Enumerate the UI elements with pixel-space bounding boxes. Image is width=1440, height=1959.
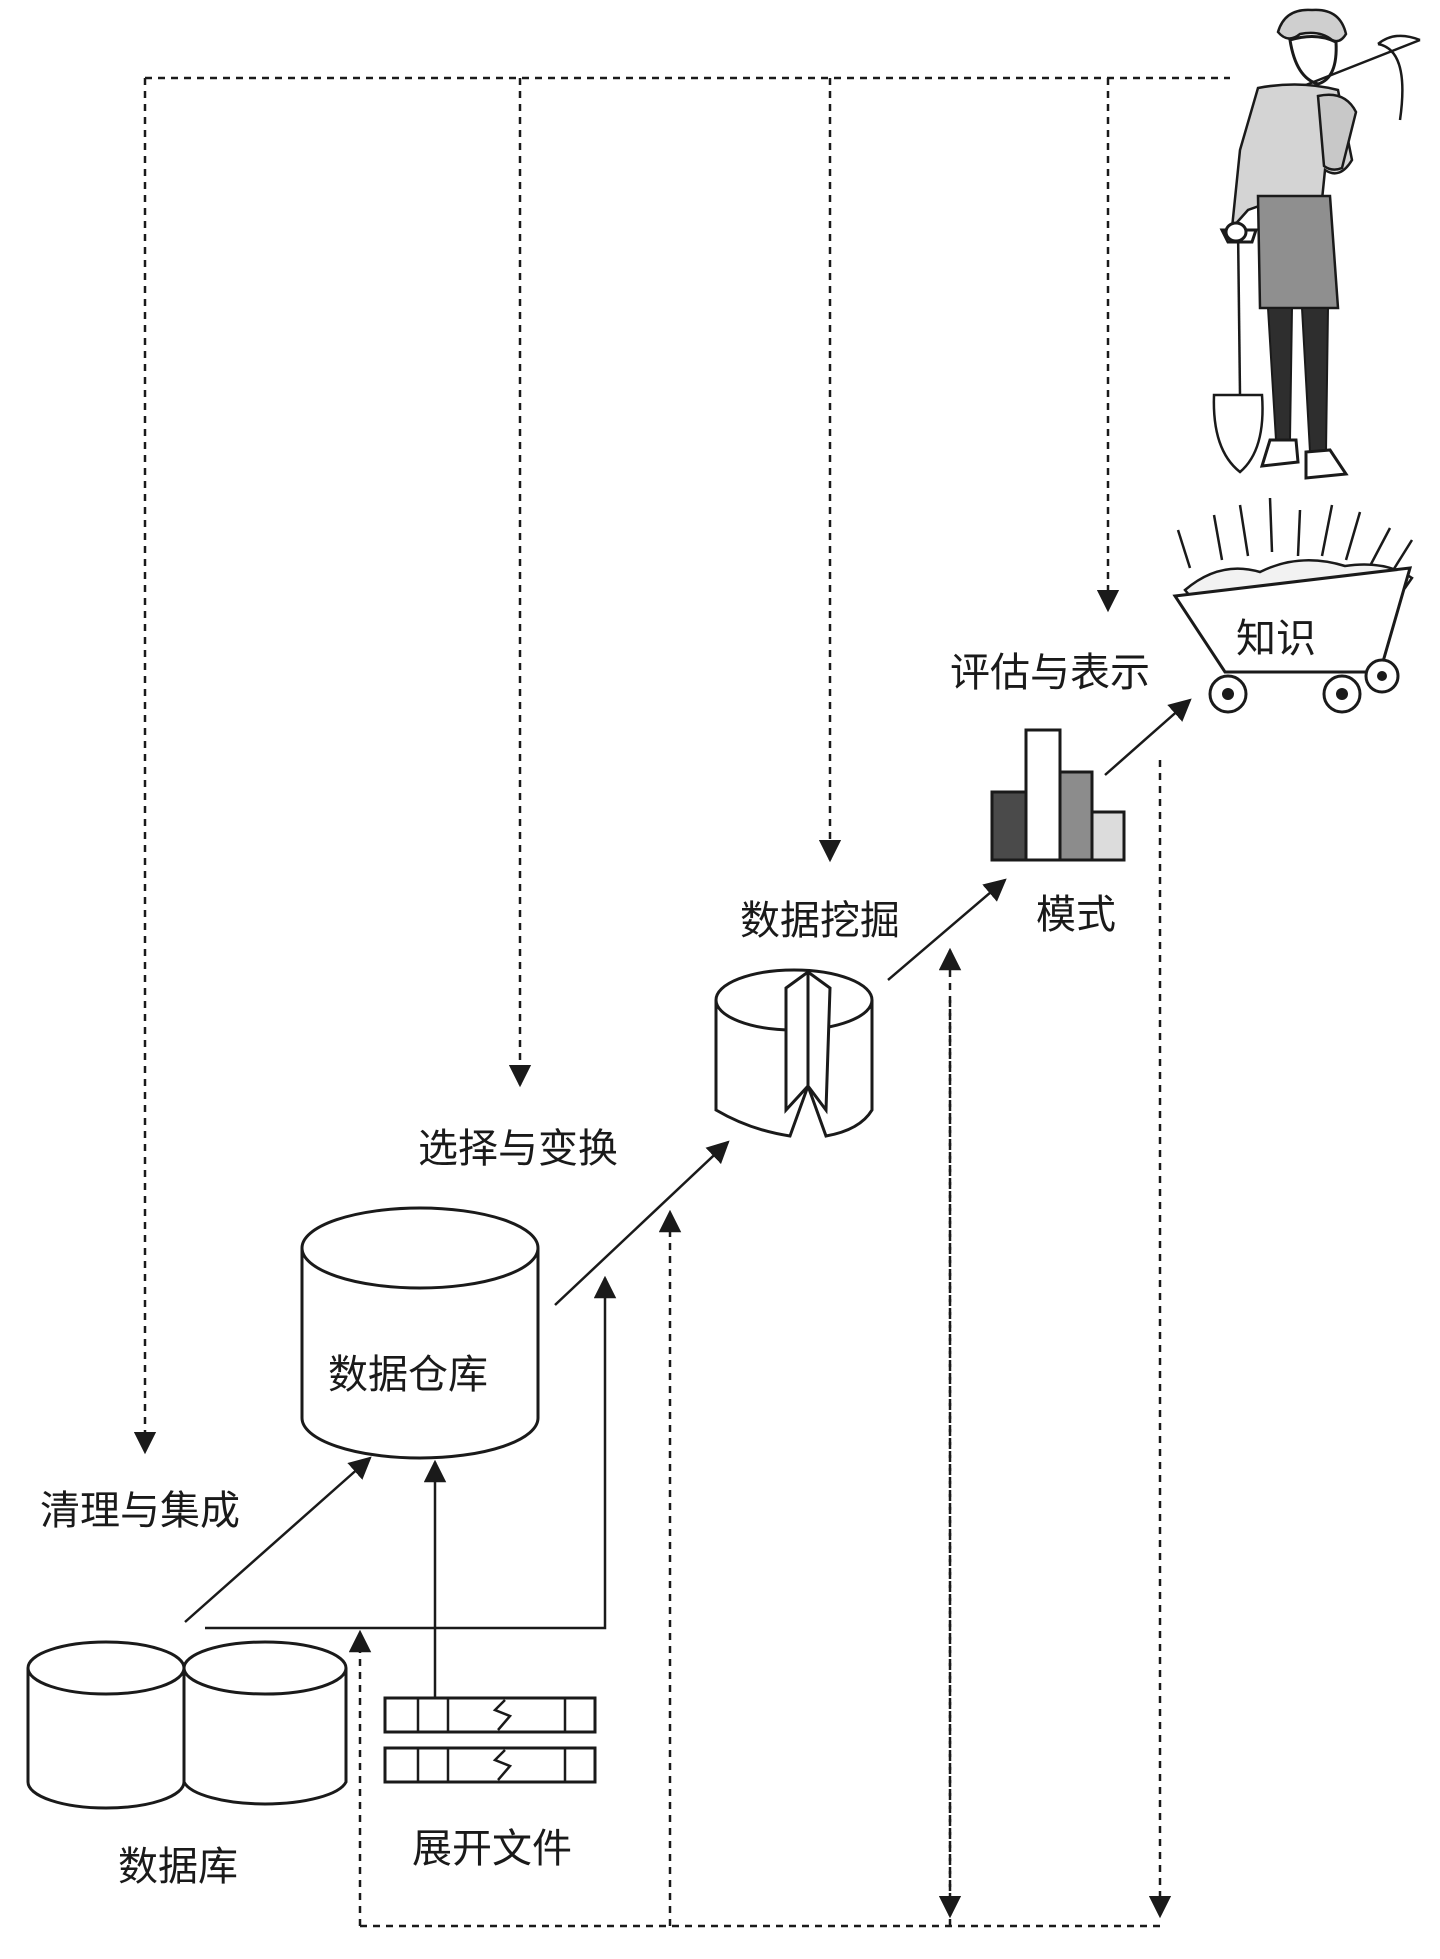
patterns-label: 模式 [1036,892,1116,938]
knowledge-minecart-icon [1172,497,1414,714]
cleaning-integration-label: 清理与集成 [40,1488,240,1534]
knowledge-label: 知识 [1236,616,1316,662]
data-mining-label: 数据挖掘 [740,898,900,944]
evaluation-presentation-label: 评估与表示 [950,650,1150,696]
feedback-top-dashed-lines [133,76,1230,1455]
selection-transformation-label: 选择与变换 [418,1126,618,1172]
flat-file-records-icon [383,1696,597,1784]
feedback-bottom-dashed-lines [348,760,1172,1928]
data-warehouse-label: 数据仓库 [328,1352,488,1398]
database-cylinders-icon [26,1640,348,1810]
flow-arrows [184,698,1192,1710]
miner-person-icon [1212,8,1421,480]
database-label: 数据库 [118,1844,238,1890]
data-cube-slice-icon [714,968,874,1138]
patterns-bar-chart-icon [990,728,1126,862]
flat-files-label: 展开文件 [412,1826,572,1872]
data-warehouse-cylinder-icon [300,1206,540,1460]
